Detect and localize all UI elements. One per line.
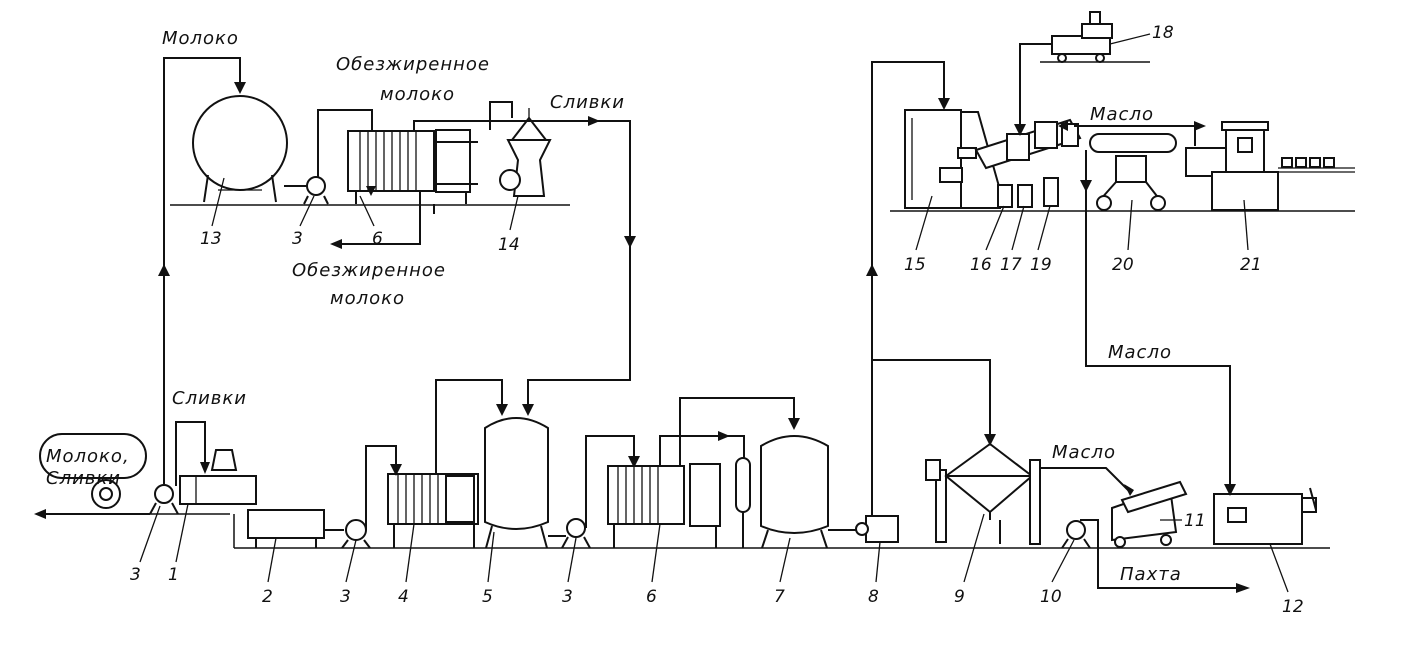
dosing-units-16-17-19	[974, 118, 1082, 208]
callout-6-top: 6	[372, 229, 383, 249]
flow-arrows	[34, 82, 1250, 593]
callout-10: 10	[1040, 587, 1062, 607]
pump-8	[855, 515, 899, 543]
label-milk-top: Молоко	[162, 28, 239, 49]
callout-5: 5	[482, 587, 493, 607]
label-butter-top: Масло	[1090, 104, 1154, 125]
pump-10	[1061, 520, 1091, 549]
callout-18: 18	[1152, 23, 1174, 43]
label-skim-bottom-line1: Обезжиренное	[292, 260, 446, 281]
callout-21: 21	[1240, 255, 1262, 275]
pump-3-top	[303, 176, 329, 205]
callout-1: 1	[168, 565, 179, 585]
tanker-truck	[39, 433, 147, 509]
pump-3-left	[149, 484, 179, 515]
separator-14	[499, 108, 552, 197]
plate-exchanger-6-top	[347, 129, 478, 204]
label-buttermilk: Пахта	[1120, 564, 1182, 585]
packing-machine-15	[904, 109, 1001, 209]
callout-20: 20	[1112, 255, 1134, 275]
ripening-tank-5	[484, 417, 549, 549]
plate-exchanger-6-bottom	[607, 457, 751, 548]
callout-16: 16	[970, 255, 992, 275]
callout-9: 9	[954, 587, 965, 607]
butter-processor-12	[1213, 493, 1317, 545]
cart-unit-18	[1051, 11, 1113, 63]
conveyor-20	[1089, 133, 1177, 211]
press-unit-21	[1185, 121, 1355, 211]
callout-6-bottom: 6	[646, 587, 657, 607]
callout-15: 15	[904, 255, 926, 275]
callout-3-left: 3	[130, 565, 141, 585]
label-butter-low: Масло	[1052, 442, 1116, 463]
butter-truck-11	[1111, 480, 1188, 548]
label-cream-left: Сливки	[172, 388, 247, 409]
receiving-unit-1	[179, 449, 257, 505]
label-skim-top-line1: Обезжиренное	[336, 54, 490, 75]
callout-3-third: 3	[562, 587, 573, 607]
butter-churn-9	[925, 442, 1041, 545]
callout-8: 8	[868, 587, 879, 607]
callout-3-top: 3	[292, 229, 303, 249]
callout-13: 13	[200, 229, 222, 249]
callout-17: 17	[1000, 255, 1022, 275]
milk-tank-13	[192, 95, 288, 203]
cream-tank-7	[760, 435, 829, 549]
callout-19: 19	[1030, 255, 1052, 275]
label-butter-mid: Масло	[1108, 342, 1172, 363]
label-cream-top: Сливки	[550, 92, 625, 113]
pipelines	[44, 43, 1317, 589]
callout-14: 14	[498, 235, 520, 255]
plate-exchanger-4	[387, 473, 479, 548]
pump-3-third	[561, 518, 591, 549]
equipment-callouts: 3 1 2 3 4 5 3 6 7 8 9 10 11 12 13 3 6 14…	[130, 23, 1304, 617]
label-skim-bottom-line2: молоко	[330, 288, 405, 309]
label-milk-cream-line2: Сливки	[46, 468, 121, 489]
tank-unit-2	[247, 509, 325, 548]
callout-2: 2	[262, 587, 273, 607]
callout-12: 12	[1282, 597, 1304, 617]
label-milk-cream-line1: Молоко,	[46, 446, 130, 467]
callout-4: 4	[398, 587, 409, 607]
flow-labels: Молоко Обезжиренное молоко Сливки Обезжи…	[46, 28, 1182, 585]
callout-3-second: 3	[340, 587, 351, 607]
callout-11: 11	[1184, 511, 1206, 531]
label-skim-top-line2: молоко	[380, 84, 455, 105]
callout-7: 7	[774, 587, 785, 607]
